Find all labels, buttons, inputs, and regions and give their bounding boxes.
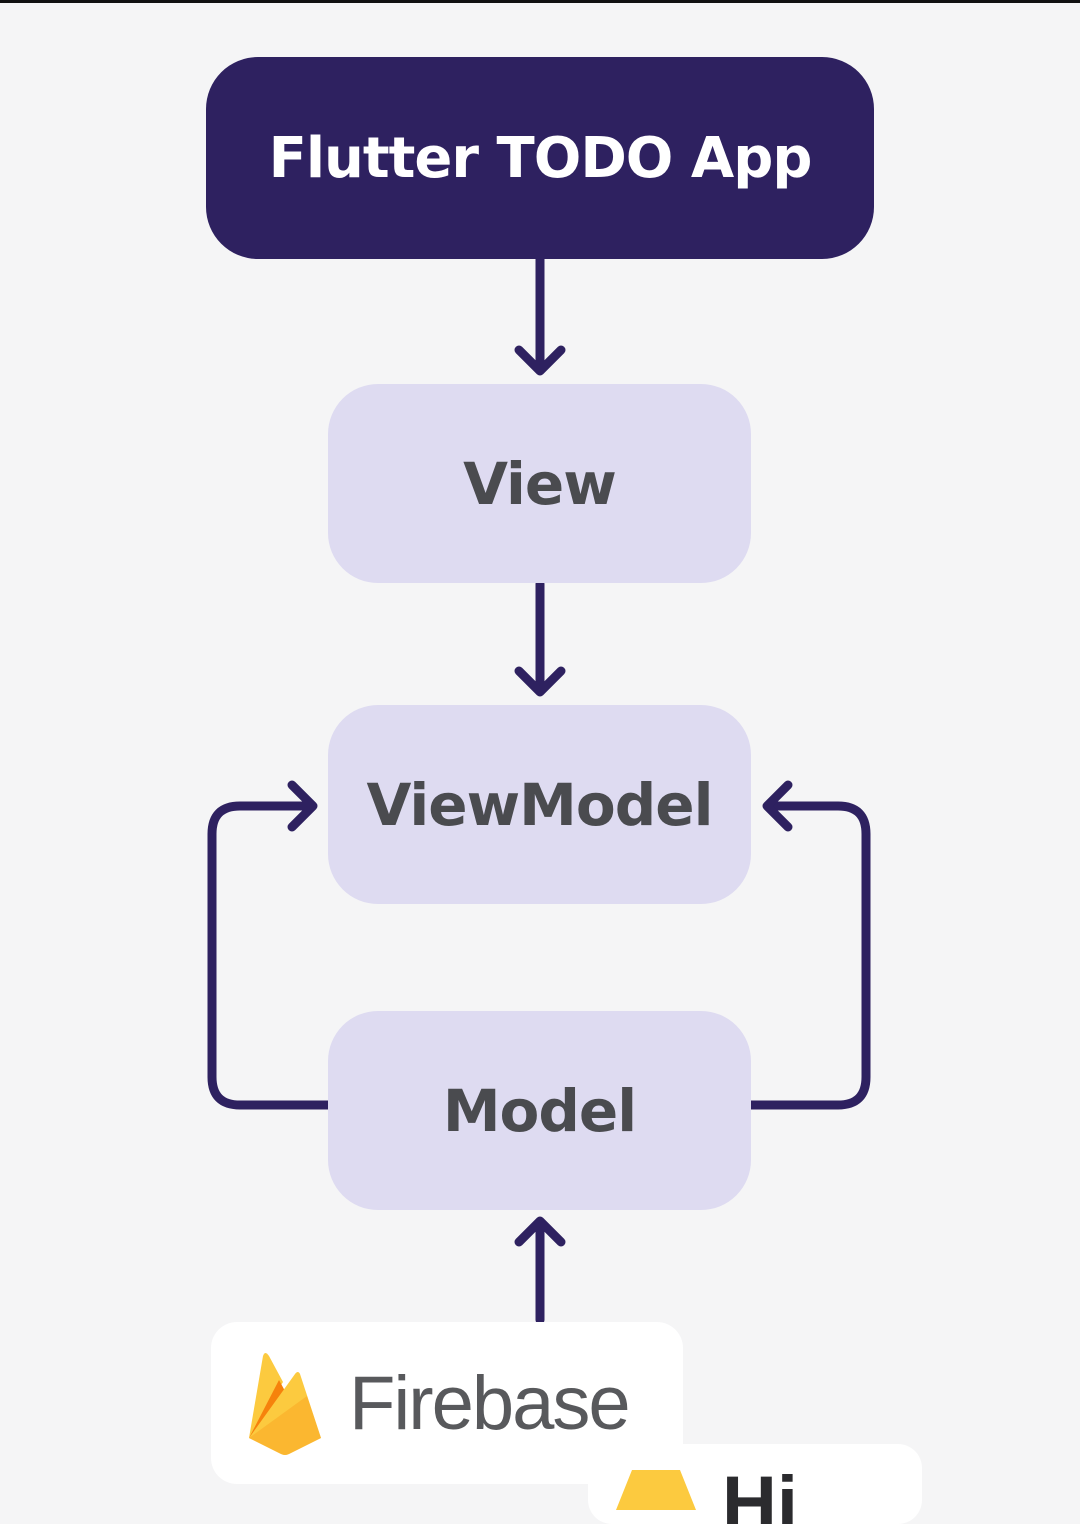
- model-label: Model: [442, 1076, 637, 1145]
- firebase-icon: [249, 1353, 321, 1455]
- viewmodel-node: ViewModel: [328, 705, 751, 904]
- arrow-title-to-view: [514, 254, 566, 376]
- firebase-label: Firebase: [349, 1360, 631, 1446]
- hive-source-card: Hi: [588, 1444, 922, 1524]
- view-label: View: [463, 449, 617, 518]
- hive-icon: [616, 1470, 696, 1510]
- top-border: [0, 0, 1080, 3]
- app-title-label: Flutter TODO App: [268, 125, 813, 191]
- view-node: View: [328, 384, 751, 583]
- model-node: Model: [328, 1011, 751, 1210]
- arrow-firebase-to-model: [514, 1216, 566, 1325]
- arrow-model-to-viewmodel-right: [746, 780, 871, 1110]
- arrow-view-to-viewmodel: [514, 579, 566, 697]
- arrow-model-to-viewmodel-left: [207, 780, 333, 1110]
- app-title-node: Flutter TODO App: [206, 57, 874, 259]
- viewmodel-label: ViewModel: [366, 770, 714, 839]
- hive-label: Hi: [722, 1461, 798, 1524]
